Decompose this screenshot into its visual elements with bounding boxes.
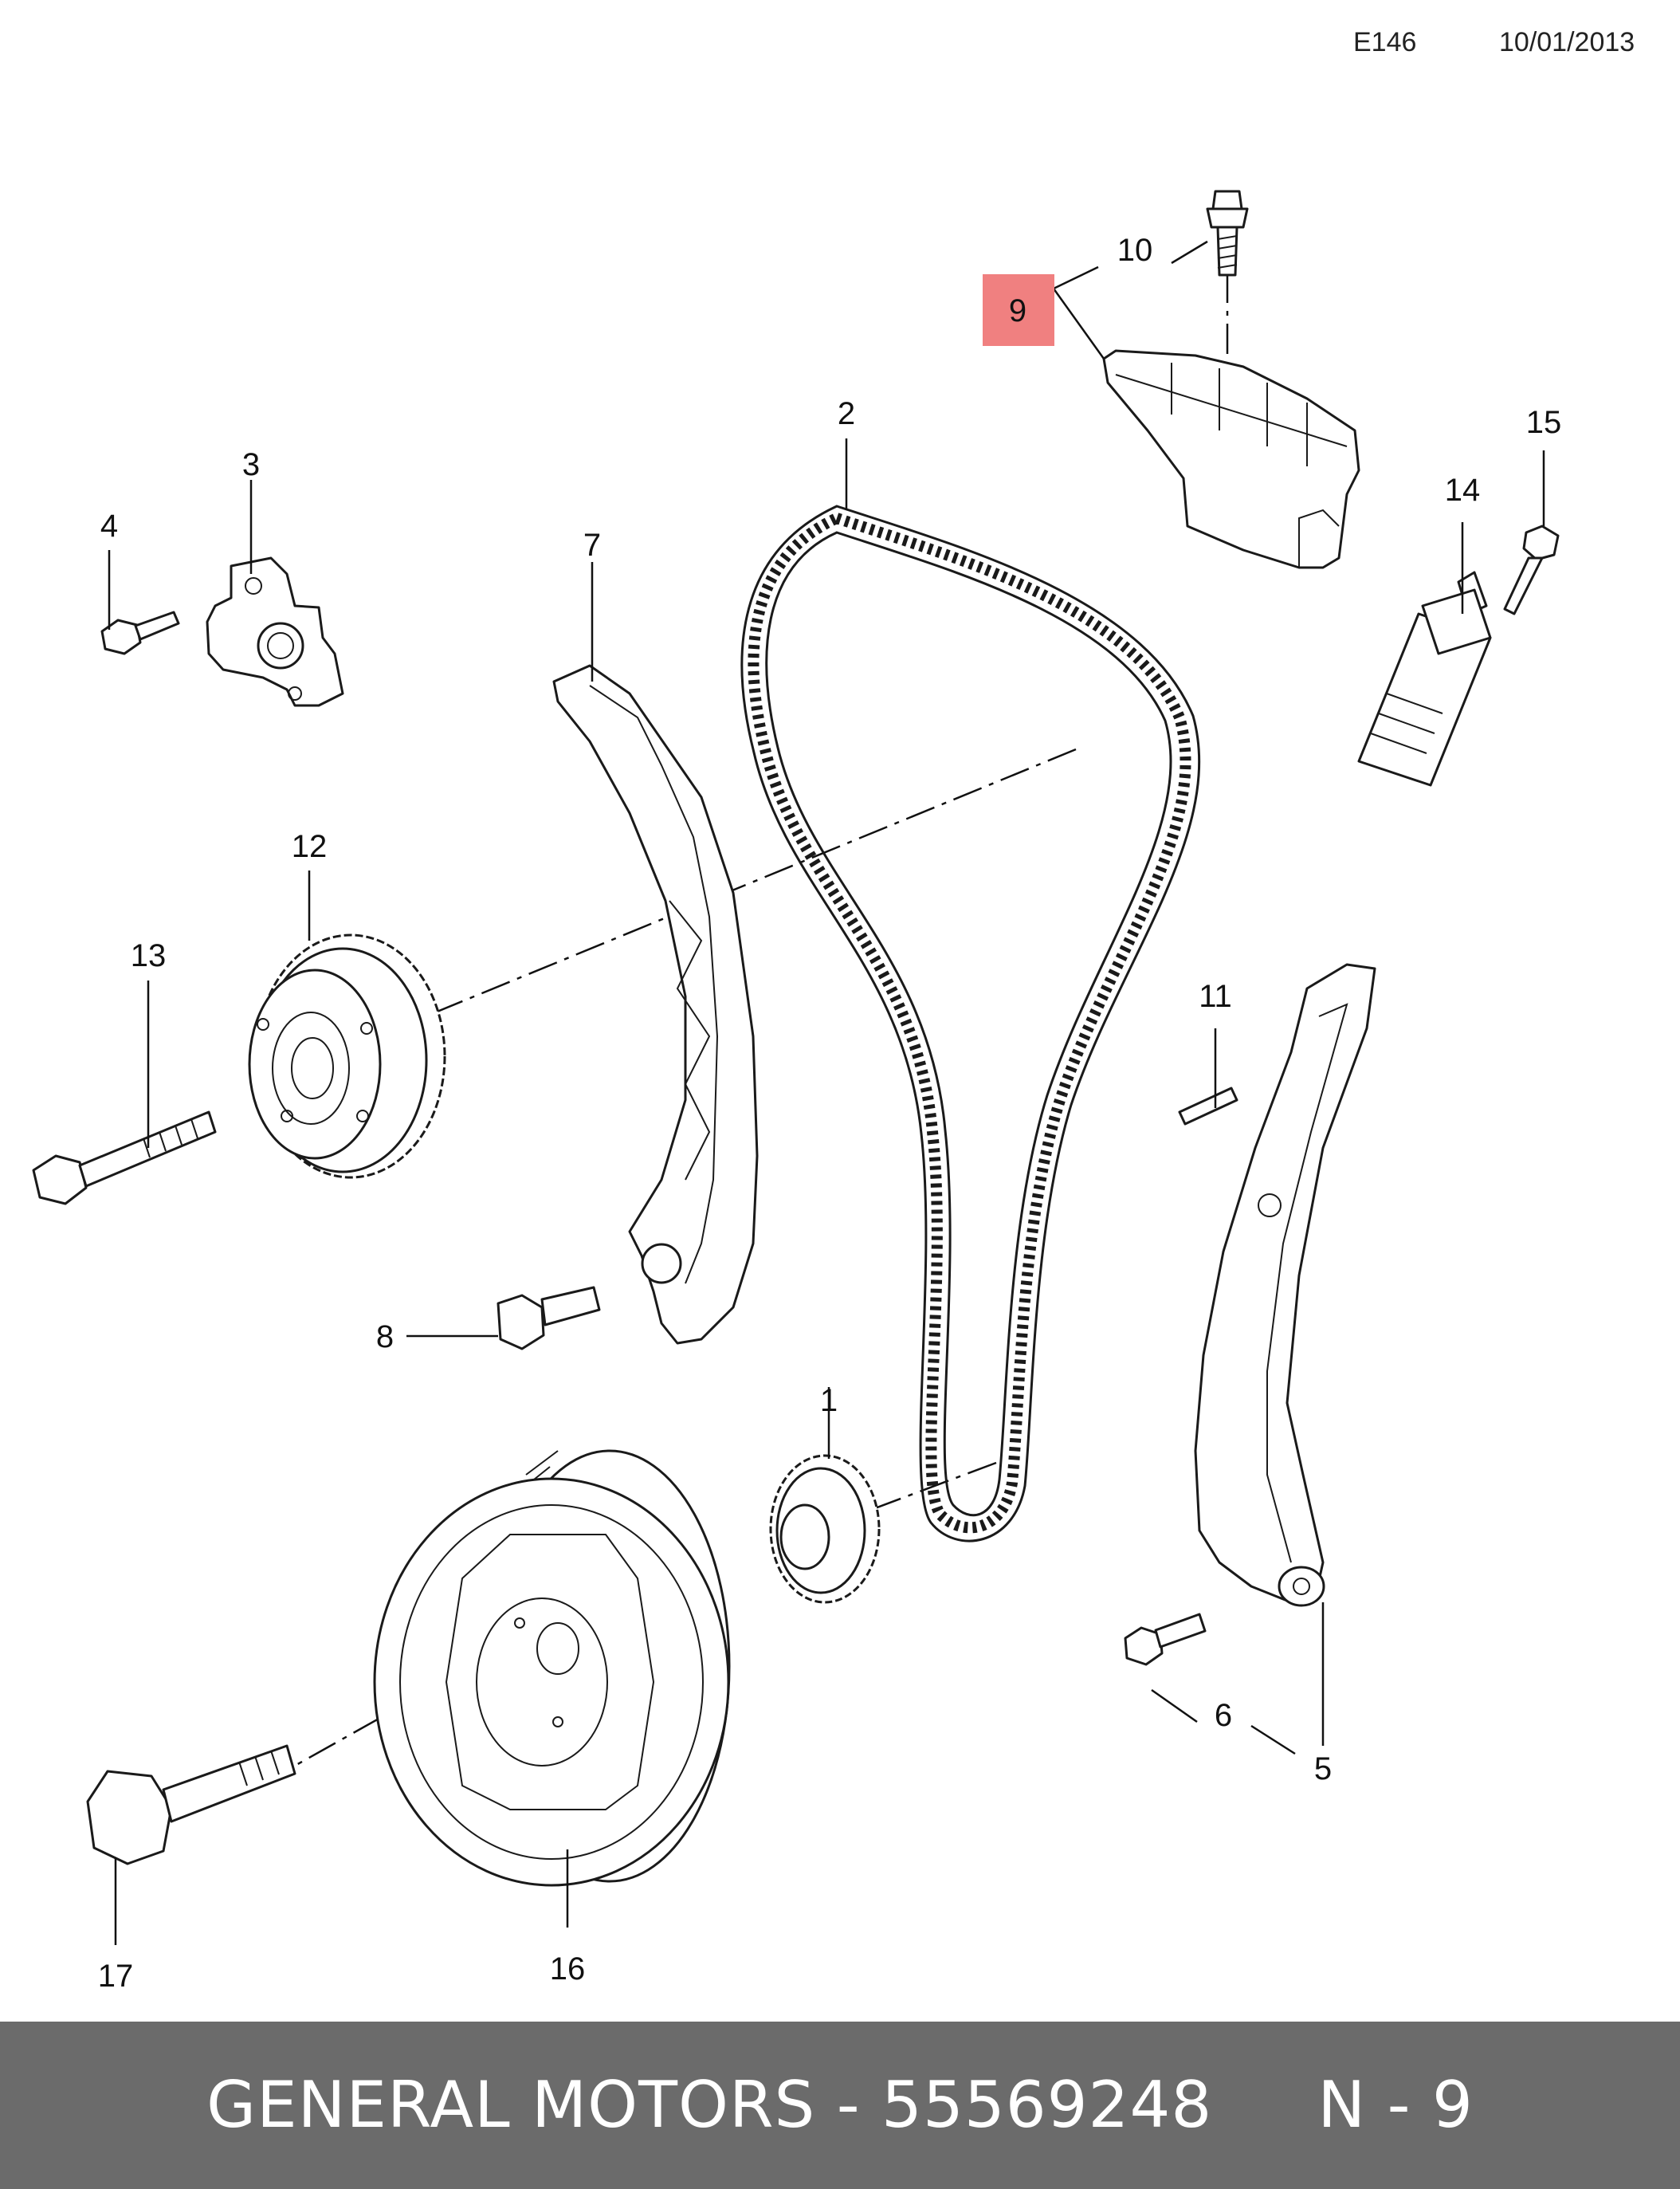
callout-13: 13	[131, 938, 167, 973]
camshaft-adjuster	[248, 933, 446, 1179]
callout-9: 9	[1009, 293, 1026, 328]
upper-chain-guide	[1102, 349, 1360, 569]
callout-17: 17	[98, 1959, 134, 1994]
callout-8: 8	[376, 1319, 394, 1354]
pulley-bolt	[86, 1744, 296, 1865]
callout-14: 14	[1445, 473, 1481, 508]
rail-pivot-bolt	[497, 1286, 601, 1350]
callout-15: 15	[1526, 405, 1562, 440]
guide-pin	[1178, 1087, 1238, 1126]
callout-11: 11	[1199, 979, 1232, 1014]
diagram-code: E146	[1353, 27, 1417, 57]
diagram-date: 10/01/2013	[1499, 27, 1635, 57]
camshaft-sensor	[206, 556, 344, 707]
callout-1: 1	[820, 1383, 838, 1418]
callout-3: 3	[242, 447, 260, 482]
rail-bolt	[1124, 1613, 1207, 1666]
callout-2: 2	[838, 396, 855, 431]
timing-chain	[740, 505, 1201, 1543]
fixed-guide-rail	[1194, 963, 1376, 1607]
valve-bolt	[1503, 525, 1560, 615]
leader-lines	[108, 240, 1545, 1945]
highlight-box	[983, 274, 1054, 346]
oil-control-valve	[1357, 571, 1492, 787]
callout-10: 10	[1117, 233, 1153, 268]
sensor-bolt	[100, 611, 180, 655]
adjuster-center-bolt	[32, 1110, 217, 1205]
guide-bolt	[1206, 190, 1249, 277]
callout-12: 12	[292, 829, 328, 864]
callout-7: 7	[583, 528, 601, 563]
crankshaft-sprocket	[769, 1454, 881, 1604]
crankshaft-pulley	[373, 1449, 731, 1887]
callout-6: 6	[1215, 1698, 1232, 1733]
footer-bar: GENERAL MOTORS - 55569248 N - 9	[0, 2022, 1680, 2189]
tensioner-rail	[552, 664, 759, 1345]
callout-4: 4	[100, 509, 118, 544]
callout-labels: 1 2 3 4 5 6 7 8 9 10 11 12 13 14 15 16 1…	[98, 233, 1562, 1994]
callout-5: 5	[1314, 1751, 1332, 1786]
footer-part-number: GENERAL MOTORS - 55569248 N - 9	[206, 2068, 1474, 2142]
callout-16: 16	[550, 1951, 586, 1987]
